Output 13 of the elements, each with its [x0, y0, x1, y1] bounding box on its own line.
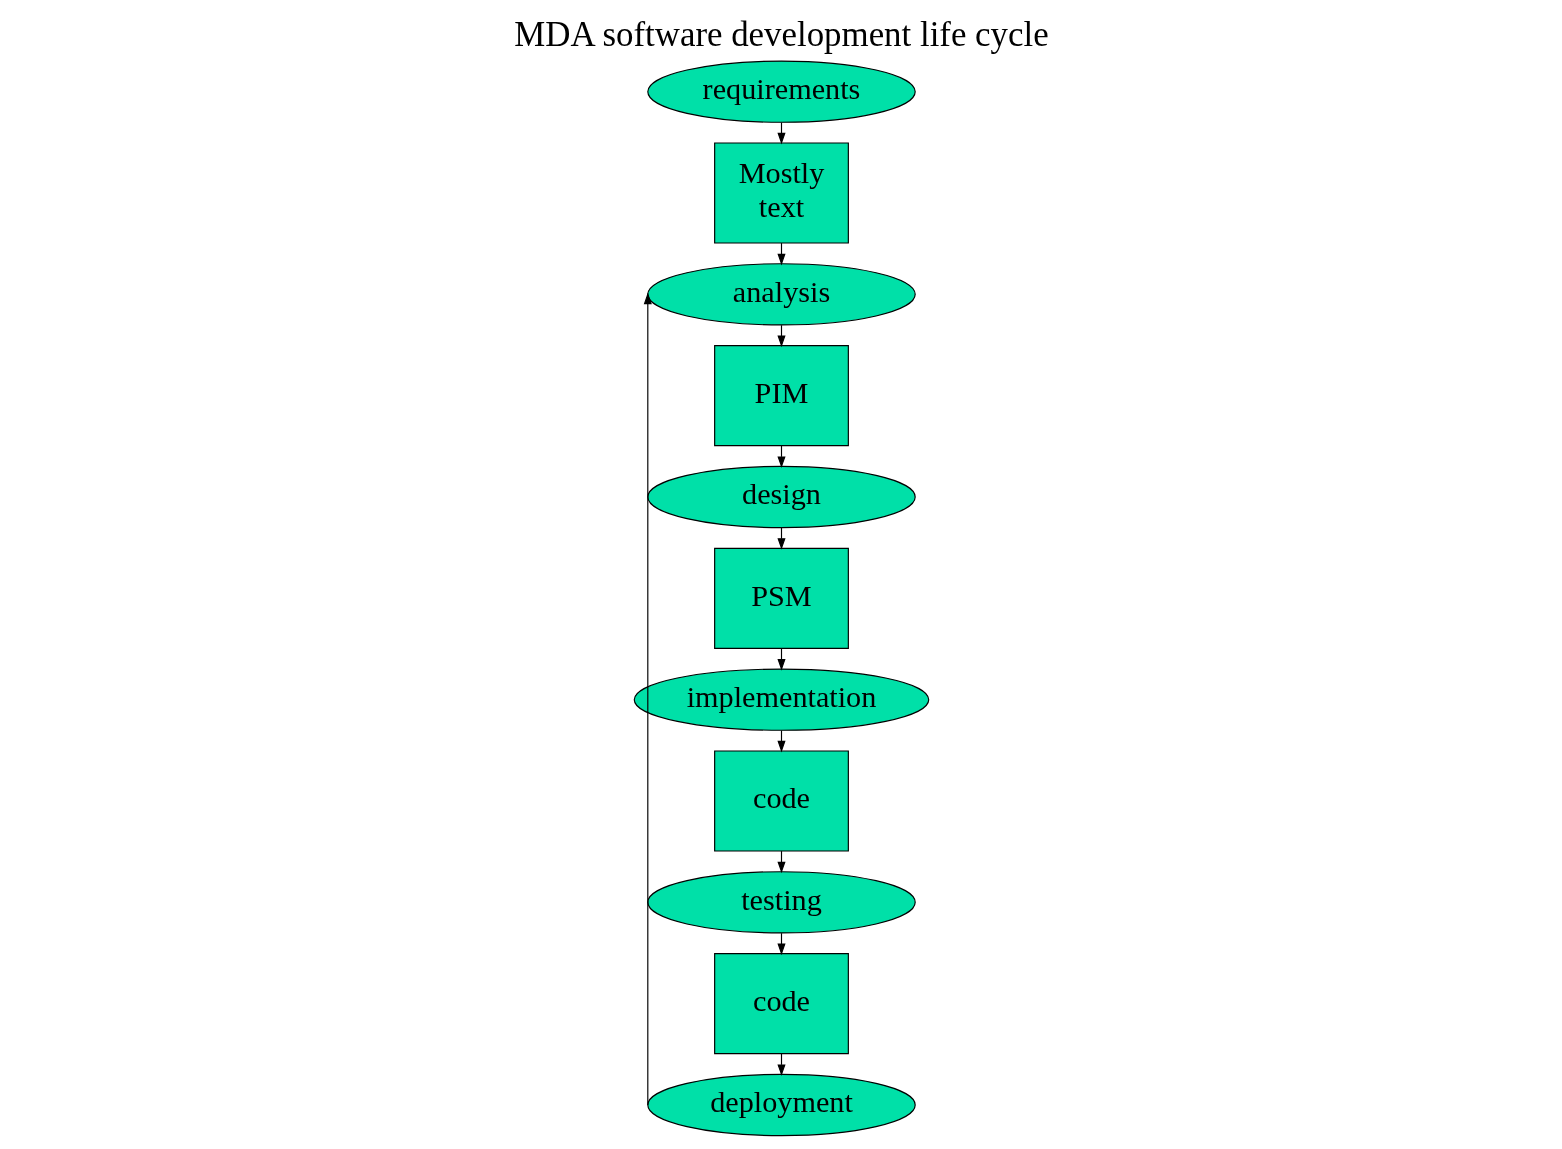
node-box: Mostly text	[713, 142, 849, 244]
diagram-title: MDA software development life cycle	[513, 15, 1049, 55]
node-ellipse: deployment	[646, 1073, 916, 1137]
node-ellipse: requirements	[646, 60, 916, 123]
node-ellipse: analysis	[646, 263, 916, 326]
node-box: PIM	[713, 345, 849, 447]
node-ellipse: implementation	[633, 668, 929, 731]
node-box: code	[713, 953, 849, 1055]
node-box: code	[713, 750, 849, 852]
node-box: PSM	[713, 547, 849, 649]
node-ellipse: testing	[646, 871, 916, 934]
node-ellipse: design	[646, 465, 916, 529]
arrow	[643, 292, 652, 1106]
